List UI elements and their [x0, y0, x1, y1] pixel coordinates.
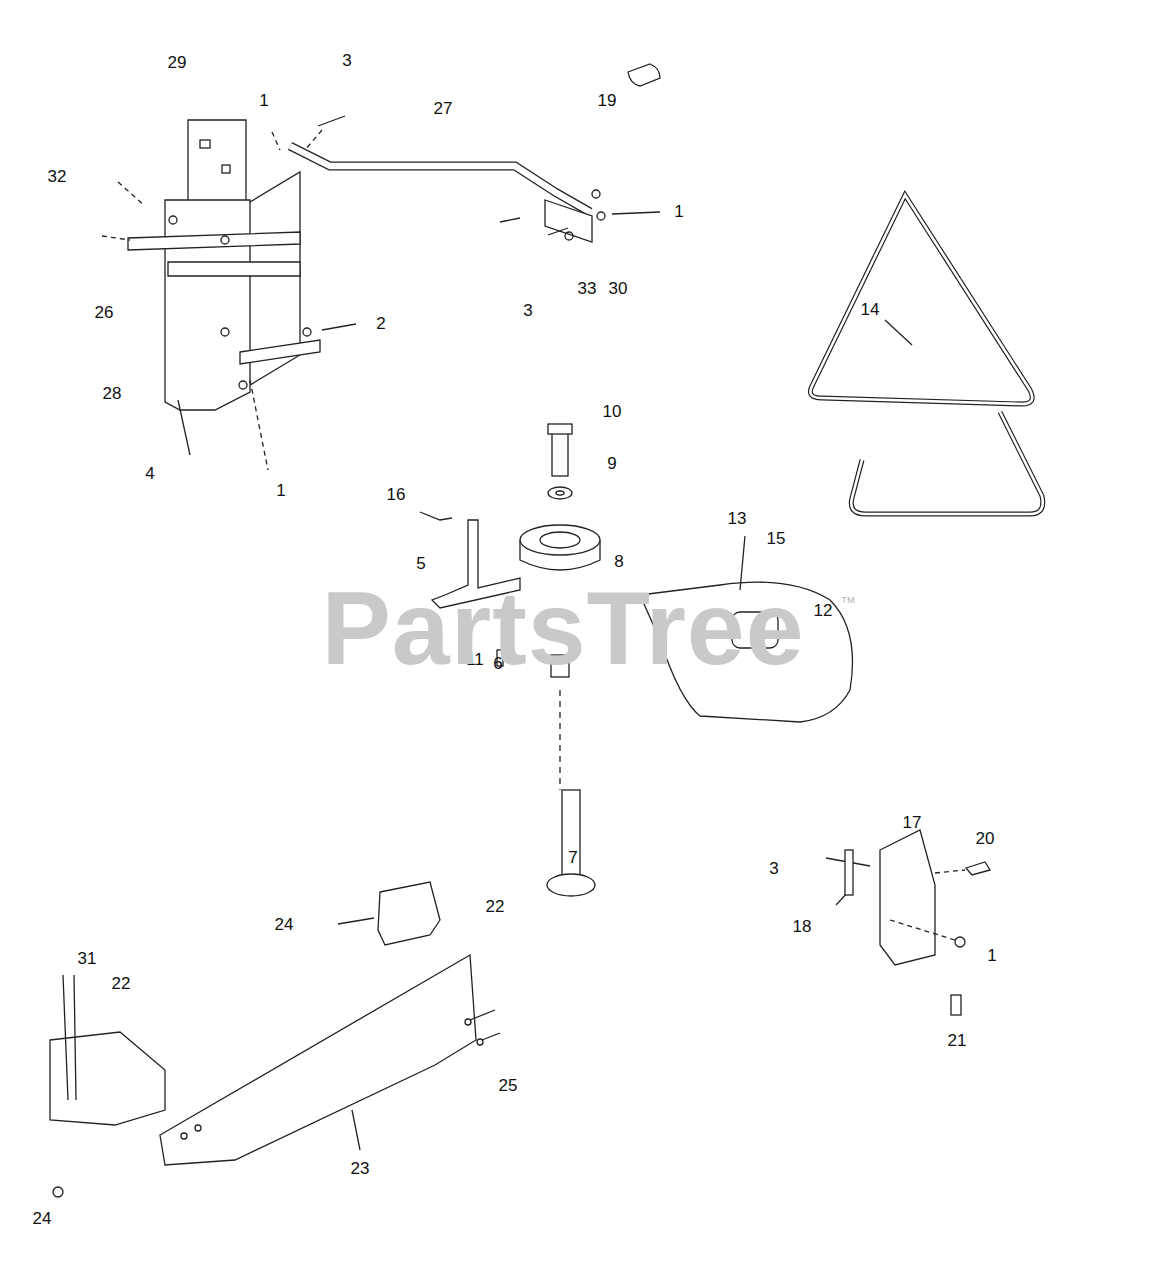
callout-number: 20 [976, 830, 995, 847]
callout-number: 28 [103, 385, 122, 402]
callout-number: 21 [948, 1032, 967, 1049]
callout-number: 23 [351, 1160, 370, 1177]
callout-number: 1 [987, 947, 996, 964]
callout-number: 1 [674, 203, 683, 220]
callout-number: 3 [523, 302, 532, 319]
callout-number: 8 [614, 553, 623, 570]
watermark: PartsTree [321, 576, 804, 680]
callout-number: 2 [376, 315, 385, 332]
callout-number: 3 [342, 52, 351, 69]
callout-number: 24 [275, 916, 294, 933]
callout-number: 22 [486, 898, 505, 915]
callout-number: 26 [95, 304, 114, 321]
callout-number: 5 [416, 555, 425, 572]
callout-number: 22 [112, 975, 131, 992]
callout-number: 30 [609, 280, 628, 297]
callout-number: 12 [814, 602, 833, 619]
callout-number: 16 [387, 486, 406, 503]
callout-number: 7 [568, 849, 577, 866]
callout-number: 9 [607, 455, 616, 472]
callout-number: 18 [793, 918, 812, 935]
callout-number: 4 [145, 465, 154, 482]
callout-number: 10 [603, 403, 622, 420]
callout-number: 3 [769, 860, 778, 877]
callout-number: 14 [861, 301, 880, 318]
callout-number: 33 [578, 280, 597, 297]
trademark-mark: ™ [840, 595, 856, 611]
callout-number: 13 [728, 510, 747, 527]
callout-number: 29 [168, 54, 187, 71]
callout-number: 25 [499, 1077, 518, 1094]
callout-number: 19 [598, 92, 617, 109]
callout-number: 1 [276, 482, 285, 499]
callout-number: 31 [78, 950, 97, 967]
callout-number: 17 [903, 814, 922, 831]
callout-number: 24 [33, 1210, 52, 1227]
callout-number: 1 [259, 92, 268, 109]
callout-number: 15 [767, 530, 786, 547]
callout-number: 32 [48, 168, 67, 185]
callout-number: 27 [434, 100, 453, 117]
